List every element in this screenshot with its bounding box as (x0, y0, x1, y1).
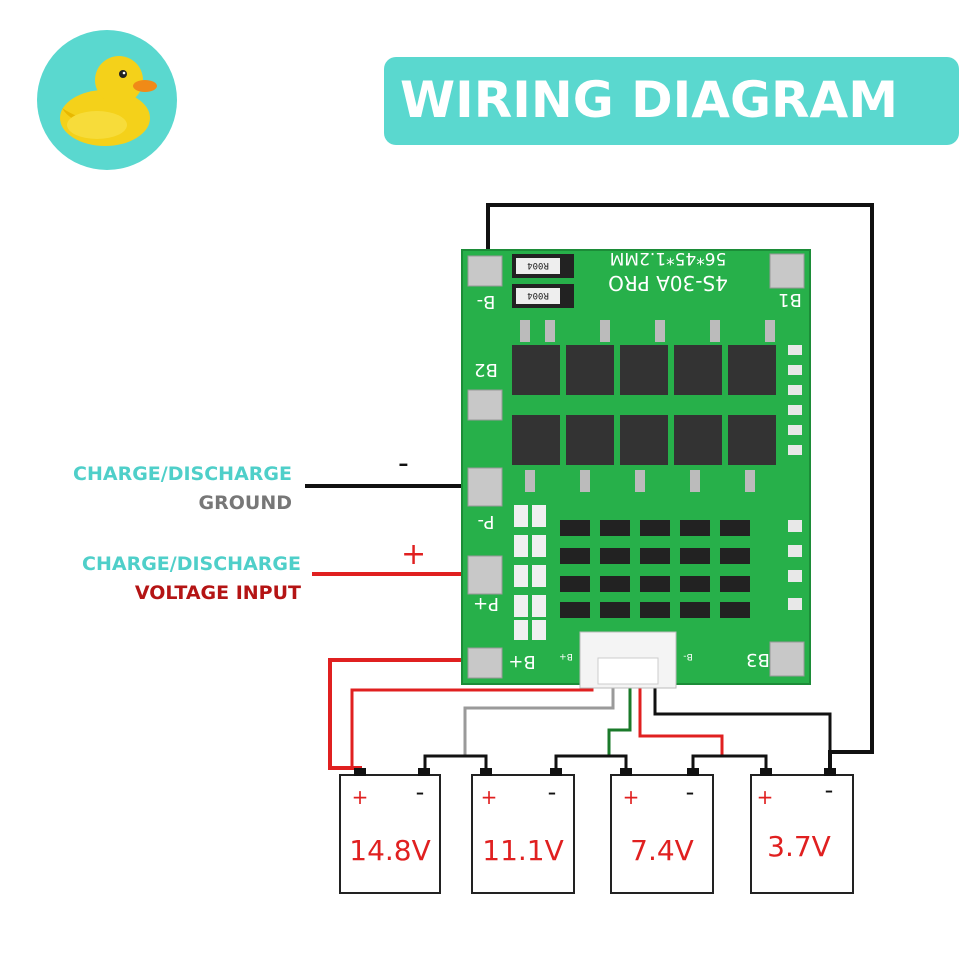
series-link-2 (554, 754, 628, 772)
svg-text:-: - (416, 778, 425, 806)
pad-label-pminus: P- (478, 511, 495, 532)
ground-label-line2: GROUND (198, 492, 292, 514)
voltage-label-line1: CHARGE/DISCHARGE (82, 553, 301, 575)
battery-cell: + - 14.8V (339, 768, 441, 894)
wire-balance-black (653, 688, 832, 770)
pad-label-bminus: B- (477, 291, 496, 312)
battery-voltage: 3.7V (767, 830, 831, 863)
wire-balance-gray (463, 688, 615, 755)
battery-cell: + - 7.4V (610, 768, 714, 894)
voltage-label-line2: VOLTAGE INPUT (134, 582, 301, 604)
svg-text:-: - (686, 778, 695, 806)
svg-text:R004: R004 (527, 290, 549, 300)
pad-label-b2: B2 (474, 359, 498, 380)
duck-logo-icon (37, 30, 177, 170)
connector-label-plus: B+ (559, 651, 573, 661)
svg-text:-: - (548, 778, 557, 806)
svg-text:+: + (481, 785, 498, 809)
battery-voltage: 14.8V (349, 834, 431, 867)
board-model-line1: 4S-30A PRO (608, 271, 728, 295)
connector-label-minus: B- (683, 651, 692, 661)
title-banner (384, 57, 959, 145)
battery-voltage: 7.4V (630, 834, 694, 867)
svg-text:-: - (825, 776, 834, 804)
ground-minus-sign: - (398, 446, 409, 481)
pad-label-b3: B3 (746, 649, 770, 670)
battery-cell: + - 3.7V (750, 768, 854, 894)
wire-balance-red2 (638, 688, 724, 755)
board-model-line2: 56*45*1.2MM (610, 248, 727, 268)
pad-label-pplus: P+ (473, 593, 499, 614)
svg-text:R004: R004 (527, 260, 549, 270)
series-link-3 (691, 754, 768, 772)
pad-label-bplus: B+ (508, 651, 535, 672)
bms-board: R004 R004 (461, 248, 811, 689)
battery-cell: + - 11.1V (471, 768, 575, 894)
page-title: WIRING DIAGRAM (400, 71, 898, 129)
ground-label-line1: CHARGE/DISCHARGE (73, 463, 292, 485)
pad-label-b1: B1 (778, 289, 802, 310)
wire-balance-green (607, 688, 632, 755)
svg-text:+: + (757, 785, 774, 809)
voltage-plus-sign: + (401, 537, 427, 572)
svg-text:+: + (623, 785, 640, 809)
battery-voltage: 11.1V (482, 834, 564, 867)
svg-text:+: + (352, 785, 369, 809)
series-link-1 (423, 754, 488, 772)
